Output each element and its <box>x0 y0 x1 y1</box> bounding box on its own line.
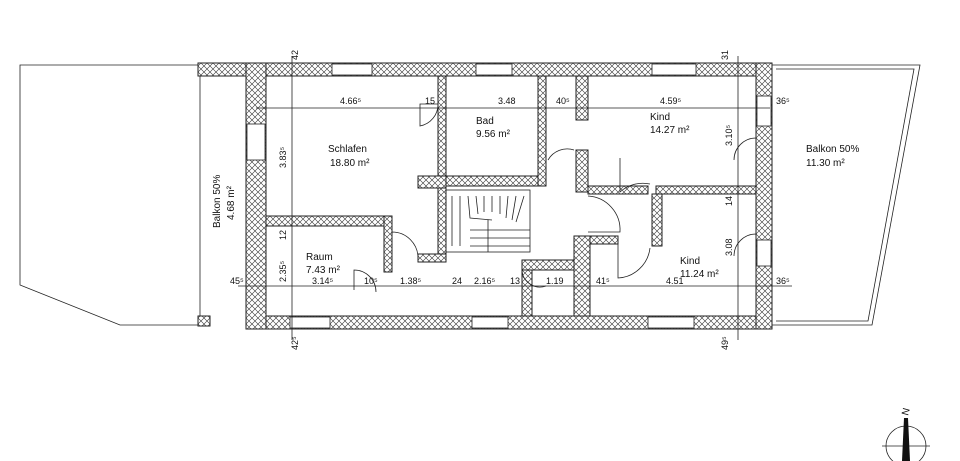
room-area-kind-top: 14.27 m² <box>650 125 690 136</box>
wall-top-right: 31 <box>720 50 730 60</box>
dim-top-2: 15 <box>425 96 435 106</box>
room-area-bad: 9.56 m² <box>476 129 511 140</box>
dim-vert-2: 12 <box>278 230 288 240</box>
dim-vert-1: 3.83⁵ <box>278 146 288 168</box>
doors <box>353 103 757 293</box>
exterior-walls <box>197 62 773 330</box>
dimension-labels-vertical: 3.83⁵ 12 2.35⁵ 3.10⁵ 14 3.08 <box>278 124 734 282</box>
room-name-bad: Bad <box>476 116 494 127</box>
room-area-schlafen: 18.80 m² <box>330 158 370 169</box>
dim-vert-4: 3.10⁵ <box>724 124 734 146</box>
dim-bottom-6: 2.16⁵ <box>474 276 496 286</box>
dim-top-5: 4.59⁵ <box>660 96 682 106</box>
dim-bottom-1: 45⁵ <box>230 276 244 286</box>
dim-bottom-3: 10⁵ <box>364 276 378 286</box>
dimension-labels-top: 4.66⁵ 15 3.48 40⁵ 4.59⁵ 36⁵ <box>340 96 790 106</box>
dim-top-1: 4.66⁵ <box>340 96 362 106</box>
compass: N <box>882 407 930 461</box>
dim-bottom-11: 36⁵ <box>776 276 790 286</box>
room-name-kind-bottom: Kind <box>680 256 700 267</box>
dim-bottom-10: 4.51 <box>666 276 684 286</box>
dim-bottom-7: 13 <box>510 276 520 286</box>
north-arrow-icon <box>902 418 910 461</box>
room-labels: Schlafen 18.80 m² Bad 9.56 m² Kind 14.27… <box>212 112 859 280</box>
room-name-raum: Raum <box>306 252 333 263</box>
staircase <box>445 189 531 253</box>
dim-top-6: 36⁵ <box>776 96 790 106</box>
room-area-raum: 7.43 m² <box>306 265 341 276</box>
room-area-kind-bottom: 11.24 m² <box>680 269 719 280</box>
dim-bottom-9: 41⁵ <box>596 276 610 286</box>
wall-top-left: 42 <box>290 50 300 60</box>
room-area-balkon-left: 4.68 m² <box>226 185 237 220</box>
compass-north-label: N <box>900 407 912 417</box>
dimension-lines <box>238 56 792 340</box>
room-name-schlafen: Schlafen <box>328 144 367 155</box>
dim-top-3: 3.48 <box>498 96 516 106</box>
dim-top-4: 40⁵ <box>556 96 570 106</box>
dim-bottom-4: 1.38⁵ <box>400 276 422 286</box>
room-name-balkon-right: Balkon 50% <box>806 144 859 155</box>
dim-bottom-2: 3.14⁵ <box>312 276 334 286</box>
wall-bottom-right: 49⁵ <box>720 336 730 350</box>
dim-vert-5: 14 <box>724 196 734 206</box>
wall-bottom-left: 42⁵ <box>290 336 300 350</box>
dim-bottom-5: 24 <box>452 276 462 286</box>
room-name-kind-top: Kind <box>650 112 670 123</box>
windows <box>246 63 772 329</box>
dimension-labels-bottom: 45⁵ 3.14⁵ 10⁵ 1.38⁵ 24 2.16⁵ 13 1.19 41⁵… <box>230 276 790 286</box>
room-name-balkon-left: Balkon 50% <box>212 175 223 228</box>
right-balcony <box>772 64 921 326</box>
dim-vert-3: 2.35⁵ <box>278 260 288 282</box>
left-balcony <box>19 64 211 327</box>
dim-bottom-8: 1.19 <box>546 276 564 286</box>
wall-thickness-labels: 42 31 42⁵ 49⁵ <box>290 50 730 350</box>
room-area-balkon-right: 11.30 m² <box>806 158 845 169</box>
dim-vert-6: 3.08 <box>724 238 734 256</box>
